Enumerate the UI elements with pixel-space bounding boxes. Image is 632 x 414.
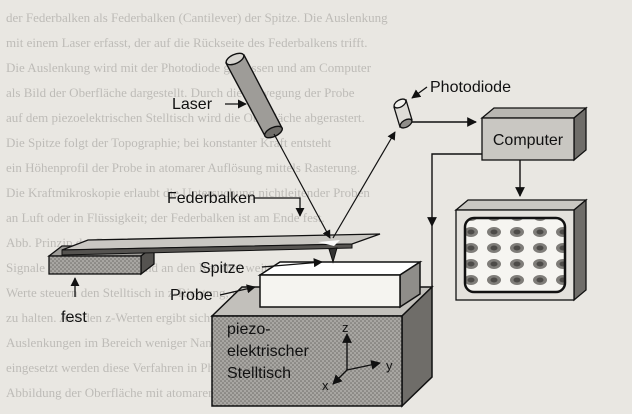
spitze-pointer-arrow [261,258,323,268]
spitze-label: Spitze [200,260,245,277]
laser-beam-incident [273,133,331,239]
axis-z-label: z [342,320,349,335]
background-text-line: Die Auslenkung wird mit der Photodiode g… [6,60,372,75]
background-text-line: als Bild der Oberfläche dargestellt. Dur… [6,85,355,100]
probe-sample [257,260,423,309]
laser-beam-reflected [332,131,396,239]
cantilever [61,233,381,256]
background-text-line: der Federbalken als Federbalken (Cantile… [6,10,388,25]
federbalken-pointer-arrow [254,197,305,217]
afm-image-screen [463,216,567,294]
stage-label-line2: elektrischer [227,343,309,360]
signal-computer-to-stage [427,153,482,227]
photodiode-label: Photodiode [430,79,511,96]
fest-label: fest [61,309,87,326]
laser-tube [225,52,284,139]
tip [328,247,338,264]
monitor [454,198,588,302]
background-text-line: Die Kraftmikroskopie erlaubt die Untersu… [6,185,370,200]
computer-label: Computer [493,132,564,149]
probe-pointer-arrow [219,284,256,296]
axis-triad [332,333,381,385]
laser-label: Laser [172,96,213,113]
background-text: der Federbalken als Federbalken (Cantile… [6,10,388,400]
photodiode-pointer-arrow [411,86,428,99]
stage-label-line1: piezo- [227,321,271,338]
federbalken-label: Federbalken [167,190,256,207]
computer-box [480,106,588,162]
axis-x-label: x [322,378,329,393]
axis-y-label: y [386,358,393,373]
stage-label-line3: Stelltisch [227,365,291,382]
background-text-line: an Luft oder in Flüssigkeit; der Federba… [6,210,325,225]
photodiode [393,98,413,129]
background-text-line: ein Höhenprofil der Probe in atomarer Au… [6,160,360,175]
background-text-line: mit einem Laser erfasst, der auf die Rüc… [6,35,367,50]
probe-label: Probe [170,287,213,304]
background-text-line: Die Spitze folgt der Topographie; bei ko… [6,135,332,150]
